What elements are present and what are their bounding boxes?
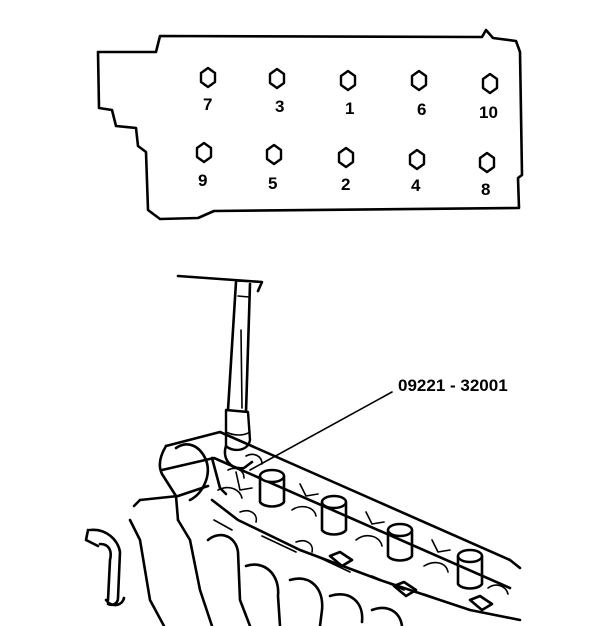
hex-bolt-icon [265,143,283,166]
hex-bolt-icon [199,66,217,89]
engine-cylinder-head [84,430,522,626]
tool-part-number: 09221 - 32001 [398,376,508,395]
hex-bolt-icon [481,72,499,95]
bolt-3: 3 [268,67,286,116]
bolt-number-label: 6 [417,100,426,119]
bolt-number-label: 8 [481,180,490,199]
hex-bolt-icon [408,148,426,171]
bolt-6: 6 [410,69,428,119]
hex-bolt-icon [337,146,355,169]
bolt-number-label: 4 [411,176,421,195]
bolt-number-label: 1 [345,99,354,118]
bolt-number-label: 2 [341,175,350,194]
bolt-number-label: 5 [268,174,277,193]
cylinder-head-outline [96,28,524,221]
bolt-number-label: 3 [275,97,284,116]
bolt-number-label: 9 [198,171,207,190]
socket-wrench [176,274,264,452]
bolt-7: 7 [199,66,217,114]
bolt-10: 10 [479,72,499,122]
bolt-row-bottom: 9 5 2 4 8 [195,141,496,199]
hex-bolt-icon [410,69,428,92]
bolt-row-top: 7 3 1 6 10 [199,66,499,122]
bolt-4: 4 [408,148,426,195]
hex-bolt-icon [268,67,286,90]
bolt-number-label: 10 [479,103,498,122]
bolt-number-label: 7 [203,95,212,114]
bolt-8: 8 [478,151,496,199]
bolt-5: 5 [265,143,283,193]
bolt-1: 1 [339,69,357,118]
bolt-9: 9 [195,141,213,190]
bolt-2: 2 [337,146,355,194]
valve-lifters [258,468,484,590]
callout-leader [249,391,393,471]
hex-bolt-icon [339,69,357,92]
hex-bolt-icon [478,151,496,174]
hex-bolt-icon [195,141,213,164]
